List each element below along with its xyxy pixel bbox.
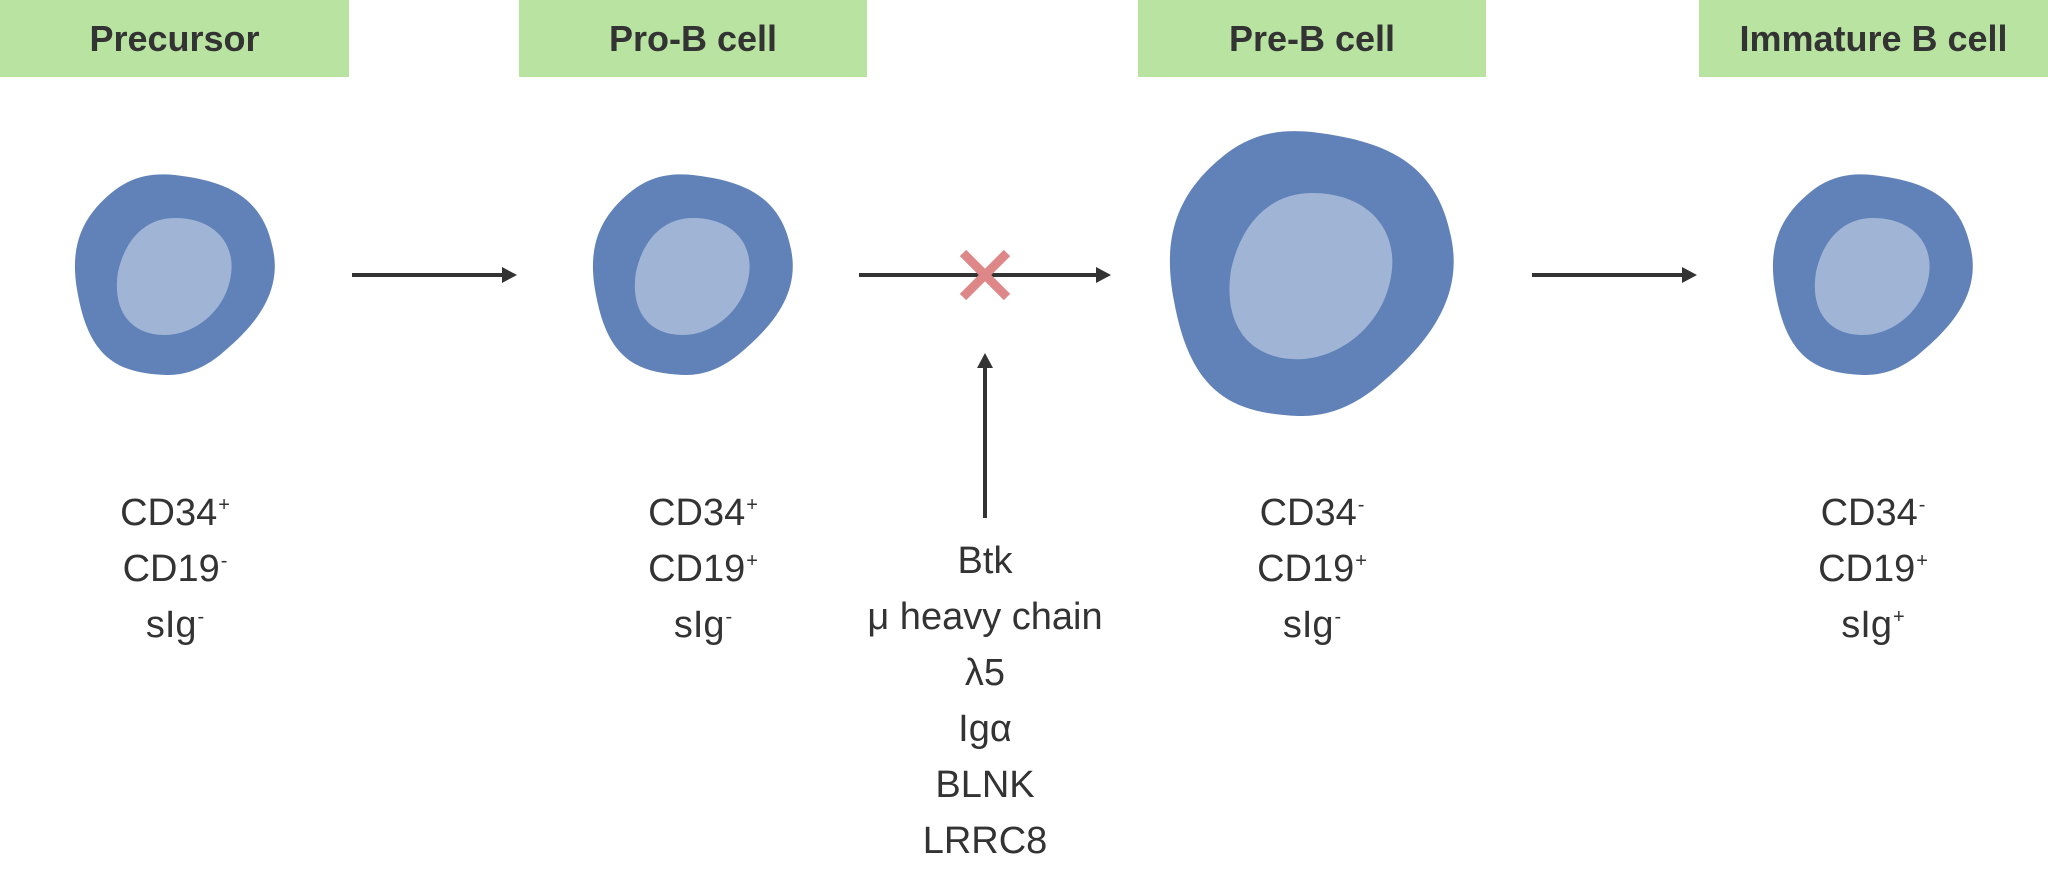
pre-b-cell-icon	[1169, 131, 1454, 416]
arrow-precursor-to-pro-b-icon	[352, 267, 517, 283]
stage-title: Immature B cell	[1739, 17, 2008, 59]
markers-immature-b: CD34- CD19+ sIg+	[1753, 485, 1993, 653]
immature-b-cell-icon	[1772, 174, 1973, 375]
blocking-factors-list: Btk μ heavy chain λ5 Igα BLNK LRRC8	[835, 533, 1135, 869]
stage-title: Precursor	[89, 17, 260, 59]
marker-cd34: CD34-	[1820, 492, 1926, 534]
factor-item: Igα	[958, 708, 1012, 750]
stage-header-precursor: Precursor	[0, 0, 349, 77]
marker-cd34: CD34+	[120, 492, 230, 534]
marker-sig: sIg-	[145, 604, 205, 646]
factor-item: λ5	[964, 652, 1006, 694]
stage-header-pro-b: Pro-B cell	[519, 0, 867, 77]
markers-pre-b: CD34- CD19+ sIg-	[1192, 485, 1432, 653]
arrow-pre-b-to-immature-b-icon	[1532, 267, 1697, 283]
factor-item: μ heavy chain	[867, 596, 1103, 638]
stage-header-immature-b: Immature B cell	[1699, 0, 2048, 77]
marker-cd19: CD19+	[1818, 548, 1928, 590]
markers-pro-b: CD34+ CD19+ sIg-	[583, 485, 823, 653]
marker-sig: sIg-	[673, 604, 733, 646]
x-mark-icon	[959, 249, 1011, 301]
markers-precursor: CD34+ CD19- sIg-	[55, 485, 295, 653]
arrow-pro-b-to-pre-b-icon	[859, 267, 1111, 283]
precursor-cell-icon	[74, 174, 275, 375]
factor-item: Btk	[957, 540, 1013, 582]
marker-cd19: CD19-	[122, 548, 228, 590]
marker-sig: sIg-	[1282, 604, 1342, 646]
marker-cd34: CD34+	[648, 492, 758, 534]
marker-sig: sIg+	[1841, 604, 1905, 646]
marker-cd19: CD19+	[1257, 548, 1367, 590]
marker-cd19: CD19+	[648, 548, 758, 590]
factor-item: LRRC8	[922, 820, 1048, 862]
factor-item: BLNK	[935, 764, 1035, 806]
arrow-factors-up-icon	[977, 353, 993, 518]
stage-header-pre-b: Pre-B cell	[1138, 0, 1486, 77]
pro-b-cell-icon	[592, 174, 793, 375]
marker-cd34: CD34-	[1259, 492, 1365, 534]
stage-title: Pre-B cell	[1228, 17, 1396, 59]
stage-title: Pro-B cell	[608, 17, 778, 59]
